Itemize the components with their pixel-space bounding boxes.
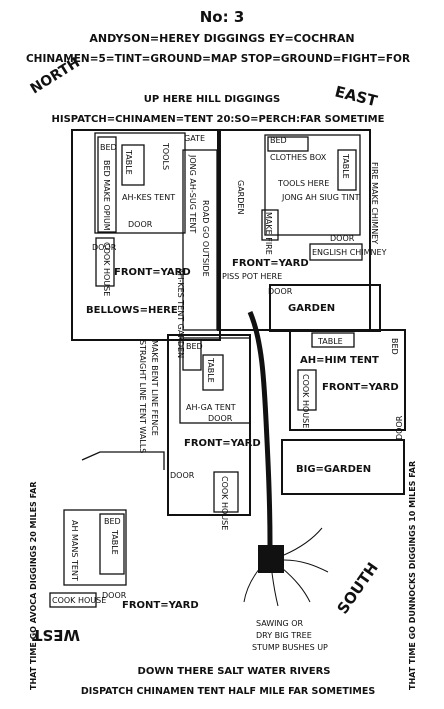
label-clothes-box: CLOTHES BOX xyxy=(270,153,327,162)
side-text-left: THAT TIME GO AVOCA DIGGINGS 20 MILES FAR xyxy=(29,481,38,690)
label-bed-5: BED xyxy=(104,517,121,526)
label-front-yard-5: FRONT=YARD xyxy=(122,600,199,611)
middle-left-compound xyxy=(167,334,251,516)
ah-kes-tent xyxy=(94,132,186,234)
label-cook-house-2: COOK HOUSE xyxy=(220,476,229,530)
map-number: No: 3 xyxy=(200,8,245,26)
label-garden-2: GARDEN xyxy=(288,303,335,314)
label-bellows: BELLOWS=HERE xyxy=(86,305,178,316)
label-big-garden: BIG=GARDEN xyxy=(296,464,371,475)
jong-ah-siug-tent xyxy=(264,134,361,236)
label-front-yard-3: FRONT=YARD xyxy=(184,438,261,449)
label-bed-3: BED xyxy=(186,342,203,351)
label-door-6: DOOR xyxy=(170,471,195,480)
label-tools-1: TOOLS xyxy=(161,142,170,170)
label-cook-house-1: COOK HOUSE xyxy=(102,242,111,296)
label-door-2: DOOR xyxy=(92,243,117,252)
label-garden-1: GARDEN xyxy=(236,180,245,214)
label-piss-pot-here: PISS POT HERE xyxy=(222,272,282,281)
label-road-go-outside: ROAD GO OUTSIDE xyxy=(201,200,210,277)
cook-house-2 xyxy=(213,471,239,513)
label-table-4: TABLE xyxy=(317,337,343,346)
label-jong-ah-sug-tent: JONG AH-SUG TENT xyxy=(188,154,197,233)
label-ah-ga-tent: AH-GA TENT xyxy=(186,403,236,412)
label-table-3: TABLE xyxy=(206,357,215,383)
label-make-fire: MAKE FIRE xyxy=(264,212,273,255)
label-door-3: DOOR xyxy=(330,234,355,243)
side-text-right: THAT TIME GO DUNNOCKS DIGGINGS 10 MILES … xyxy=(408,461,417,690)
bed-box-1 xyxy=(97,136,117,233)
label-ah-mans-tent: AH MANS TENT xyxy=(70,520,79,581)
label-fire-make-chimney: FIRE MAKE CHIMNEY xyxy=(370,162,379,244)
label-door-8: DOOR xyxy=(102,591,127,600)
compass-south: SOUTH xyxy=(334,559,382,617)
label-ah-kes-tent-garden: AH-KES TENT GARDEN xyxy=(176,268,185,358)
big-garden xyxy=(281,439,405,495)
fence-line xyxy=(81,451,165,470)
label-door-1: DOOR xyxy=(128,220,153,229)
cook-house-5 xyxy=(49,592,97,608)
label-table-1: TABLE xyxy=(124,149,133,175)
make-fire-box xyxy=(261,209,279,241)
label-front-yard-4: FRONT=YARD xyxy=(322,382,399,393)
label-bed-1: BED xyxy=(100,143,117,152)
upper-left-compound xyxy=(71,129,221,341)
english-chimney-box xyxy=(309,243,363,261)
bed-box-5 xyxy=(99,513,125,575)
table-box-2 xyxy=(337,149,357,191)
bed-box-3 xyxy=(182,339,202,371)
compass-east: EAST xyxy=(333,82,380,110)
label-door-7: DOOR xyxy=(395,415,404,440)
footer-line-2: DISPATCH CHINAMEN TENT HALF MILE FAR SOM… xyxy=(81,686,376,697)
label-door-4: DOOR xyxy=(268,287,293,296)
creek-line xyxy=(247,311,273,546)
label-door-5: DOOR xyxy=(208,414,233,423)
label-bed-4: BED xyxy=(390,338,399,355)
label-gate: GATE xyxy=(184,134,205,143)
header-line-2: CHINAMEN=5=TINT=GROUND=MAP STOP=GROUND=F… xyxy=(26,53,410,65)
label-tools-here: TOOLS HERE xyxy=(277,179,329,188)
cook-box-4 xyxy=(297,369,317,411)
label-bed-make-opium: BED MAKE OPIUM xyxy=(102,160,111,231)
header-line-4: HISPATCH=CHINAMEN=TENT 20:SO=PERCH:FAR S… xyxy=(52,114,385,125)
cook-house-1 xyxy=(95,237,115,287)
label-cook-house-5: COOK HOUSE xyxy=(52,596,106,605)
ah-mans-tent xyxy=(63,509,127,586)
label-ah-kes-tent: AH-KES TENT xyxy=(122,193,175,202)
footer-line-1: DOWN THERE SALT WATER RIVERS xyxy=(138,666,331,677)
table-box-4 xyxy=(311,332,355,348)
roots xyxy=(243,527,329,607)
header-line-1: ANDYSON=HEREY DIGGINGS EY=COCHRAN xyxy=(89,32,354,45)
label-dry-big-tree: DRY BIG TREE xyxy=(256,631,312,640)
label-english-chimney: ENGLISH CHIMNEY xyxy=(312,248,387,257)
middle-right-compound xyxy=(289,329,406,431)
label-front-yard-1: FRONT=YARD xyxy=(114,267,191,278)
label-ah-him-tent: AH=HIM TENT xyxy=(300,355,379,366)
label-make-bent-line: MAKE BENT LINE FENCE xyxy=(150,340,159,436)
label-sawing: SAWING OR xyxy=(256,619,304,628)
compass-west: WEST xyxy=(31,626,80,644)
header-line-3: UP HERE HILL DIGGINGS xyxy=(144,94,280,105)
clothes-box xyxy=(267,136,309,152)
label-front-yard-2: FRONT=YARD xyxy=(232,258,309,269)
label-stump: STUMP BUSHES UP xyxy=(252,643,328,652)
label-table-5: TABLE xyxy=(110,529,119,555)
label-jong-ah-siug-tint: JONG AH SIUG TINT xyxy=(281,193,360,202)
table-box-1 xyxy=(121,144,145,186)
label-bed-2: BED xyxy=(270,136,287,145)
table-box-3 xyxy=(202,354,224,391)
label-table-2: TABLE xyxy=(341,153,350,179)
label-straight-line: STRAIGHT LINE TENT WALLS xyxy=(138,340,147,453)
tree-stump xyxy=(258,545,284,573)
ah-ga-tent xyxy=(179,337,251,424)
label-cook-4: COOK HOUSE xyxy=(301,374,310,428)
